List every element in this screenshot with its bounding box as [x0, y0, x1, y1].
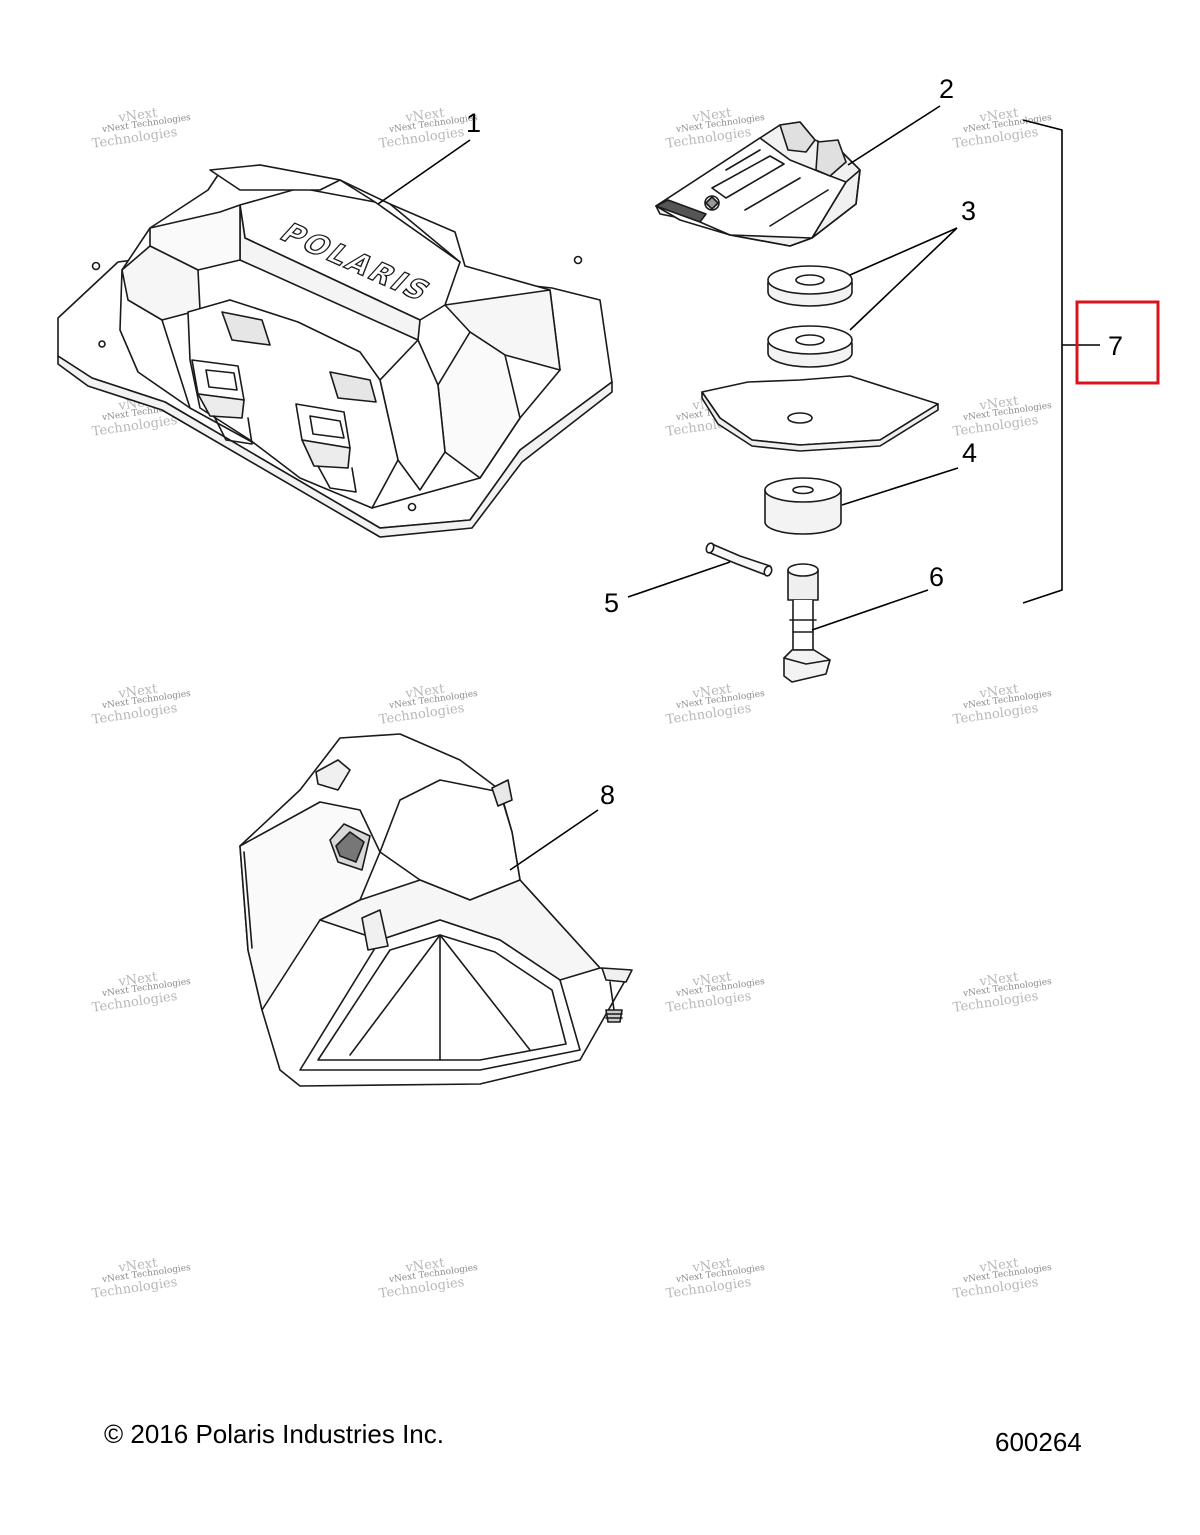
- watermark-text: vNext: [117, 969, 159, 990]
- part-3-washers: [767, 265, 853, 368]
- watermark-text: vNext: [691, 105, 733, 126]
- part-5-pin: [705, 542, 773, 577]
- watermark-text: vNext: [117, 681, 159, 702]
- part-8-seat-bag: [239, 733, 633, 1087]
- leader-lines: [377, 105, 1100, 871]
- watermark-text: vNext: [117, 105, 159, 126]
- leader-3a: [849, 227, 958, 276]
- leader-8: [509, 809, 599, 871]
- watermark-text: vNext: [978, 105, 1020, 126]
- callout-3: 3: [961, 196, 976, 226]
- watermark-text: vNext: [117, 1255, 159, 1276]
- callout-7[interactable]: 7: [1108, 331, 1123, 361]
- callout-7-highlight-box: [1075, 300, 1160, 385]
- watermark-text: vNext: [691, 1255, 733, 1276]
- buckle-right: [295, 371, 377, 493]
- part-1-storage-bag: POLARIS: [57, 164, 613, 538]
- callout-5: 5: [604, 588, 619, 618]
- watermark-text: vNext: [978, 969, 1020, 990]
- watermark-text: vNext: [978, 681, 1020, 702]
- watermark-text: vNext: [978, 1255, 1020, 1276]
- watermark-text: vNext: [691, 969, 733, 990]
- leader-4: [841, 467, 959, 506]
- buckle-left: [191, 311, 271, 445]
- part-6-release-pin: [783, 563, 831, 683]
- callout-4: 4: [962, 438, 977, 468]
- callout-8: 8: [600, 780, 615, 810]
- leader-5: [627, 561, 731, 598]
- watermark-text: vNext: [978, 393, 1020, 414]
- part-4-spacer: [764, 477, 842, 535]
- callout-6: 6: [929, 562, 944, 592]
- leader-2: [847, 105, 941, 166]
- watermark-text: vNext: [404, 681, 446, 702]
- copyright-notice: © 2016 Polaris Industries Inc.: [104, 1419, 444, 1449]
- leader-1: [377, 139, 471, 205]
- leader-6: [811, 589, 929, 631]
- assembly-bracket: [1022, 119, 1063, 604]
- part-2-mount-base: [655, 121, 861, 247]
- callout-1: 1: [466, 108, 481, 138]
- callout-2: 2: [939, 74, 954, 104]
- leader-3b: [849, 227, 958, 331]
- diagram-number: 600264: [995, 1427, 1082, 1457]
- watermark-text: vNext: [691, 681, 733, 702]
- watermark-text: vNext: [404, 105, 446, 126]
- mounting-plate: [701, 375, 939, 452]
- watermark-text: vNext: [404, 1255, 446, 1276]
